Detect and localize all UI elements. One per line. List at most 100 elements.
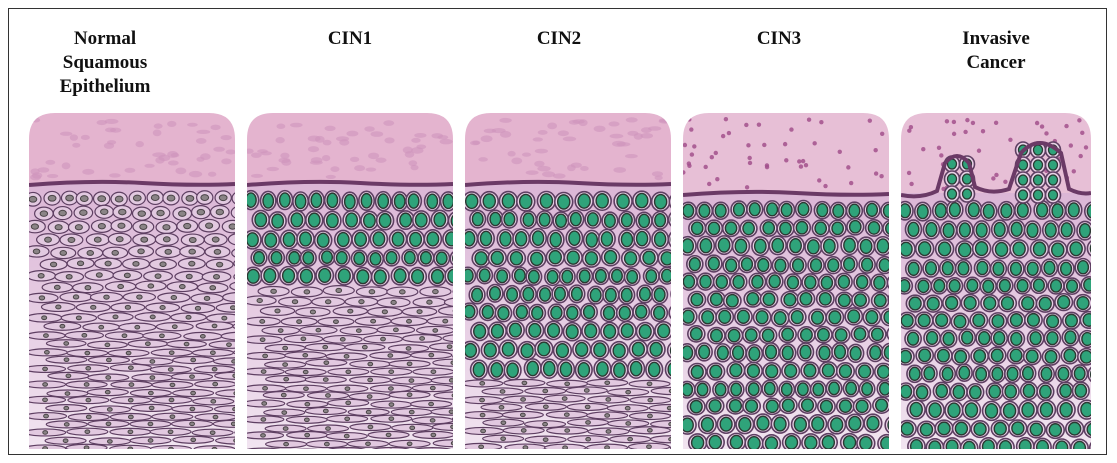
dysplastic-nucleus bbox=[643, 251, 655, 264]
dysplastic-nucleus bbox=[474, 325, 486, 339]
normal-nucleus bbox=[409, 379, 414, 383]
stroma-cell bbox=[72, 143, 80, 148]
normal-nucleus bbox=[165, 249, 172, 254]
stroma-cell bbox=[784, 158, 788, 162]
dysplastic-nucleus bbox=[901, 314, 913, 327]
normal-nucleus bbox=[148, 439, 153, 443]
dysplastic-nucleus bbox=[781, 204, 792, 217]
dysplastic-nucleus bbox=[379, 214, 390, 228]
dysplastic-nucleus bbox=[322, 251, 333, 263]
dysplastic-nucleus bbox=[983, 204, 994, 218]
dysplastic-nucleus bbox=[247, 193, 256, 207]
normal-nucleus bbox=[326, 394, 331, 398]
normal-nucleus bbox=[669, 437, 671, 441]
dysplastic-nucleus bbox=[289, 252, 300, 264]
normal-nucleus bbox=[480, 382, 485, 386]
dysplastic-nucleus bbox=[327, 214, 338, 228]
stroma-cell bbox=[748, 161, 752, 165]
dysplastic-nucleus bbox=[378, 194, 388, 208]
normal-nucleus bbox=[234, 391, 235, 395]
normal-nucleus bbox=[499, 405, 504, 409]
dysplastic-nucleus bbox=[822, 436, 834, 449]
dysplastic-nucleus bbox=[878, 365, 889, 378]
dysplastic-nucleus bbox=[327, 193, 337, 207]
stroma-cell bbox=[535, 149, 548, 154]
normal-nucleus bbox=[323, 345, 328, 349]
dysplastic-nucleus bbox=[949, 280, 960, 292]
dysplastic-nucleus bbox=[507, 363, 518, 377]
dysplastic-nucleus bbox=[502, 194, 514, 208]
normal-nucleus bbox=[389, 370, 394, 374]
dysplastic-nucleus bbox=[929, 403, 941, 417]
normal-nucleus bbox=[647, 445, 652, 449]
normal-nucleus bbox=[104, 295, 109, 299]
stroma-cell bbox=[807, 118, 811, 122]
dysplastic-nucleus bbox=[1017, 203, 1028, 217]
normal-nucleus bbox=[227, 343, 232, 347]
cell bbox=[215, 406, 235, 413]
dysplastic-nucleus bbox=[985, 404, 997, 418]
stroma-cell bbox=[692, 144, 696, 148]
stroma-cell bbox=[354, 165, 365, 171]
stroma-normal bbox=[29, 113, 235, 187]
dysplastic-nucleus bbox=[884, 346, 889, 360]
stroma-cell bbox=[196, 138, 207, 144]
normal-nucleus bbox=[420, 337, 425, 341]
normal-nucleus bbox=[160, 334, 165, 338]
dysplastic-nucleus bbox=[585, 252, 597, 265]
dysplastic-nucleus bbox=[571, 213, 582, 226]
normal-nucleus bbox=[301, 337, 306, 341]
normal-nucleus bbox=[133, 195, 141, 201]
dysplastic-nucleus bbox=[769, 275, 780, 288]
normal-nucleus bbox=[85, 430, 90, 434]
normal-nucleus bbox=[105, 390, 110, 394]
dysplastic-nucleus bbox=[1012, 422, 1024, 435]
normal-nucleus bbox=[148, 284, 154, 288]
stroma-cell bbox=[175, 167, 186, 174]
stroma-cell bbox=[715, 177, 719, 181]
normal-nucleus bbox=[145, 342, 150, 346]
dysplastic-nucleus bbox=[578, 363, 589, 377]
normal-nucleus bbox=[197, 209, 204, 215]
normal-nucleus bbox=[40, 211, 47, 217]
dysplastic-nucleus bbox=[870, 346, 881, 360]
normal-nucleus bbox=[48, 195, 56, 201]
dysplastic-nucleus bbox=[1058, 367, 1069, 380]
stroma-cell bbox=[868, 118, 872, 122]
dysplastic-nucleus bbox=[683, 383, 692, 396]
dysplastic-nucleus bbox=[265, 233, 277, 247]
dysplastic-nucleus bbox=[717, 346, 728, 360]
normal-nucleus bbox=[122, 334, 127, 338]
dysplastic-nucleus bbox=[531, 252, 543, 265]
dysplastic-nucleus bbox=[709, 400, 721, 412]
stroma-cell bbox=[952, 132, 956, 136]
normal-nucleus bbox=[605, 446, 610, 449]
normal-nucleus bbox=[346, 401, 351, 405]
stroma-cell bbox=[416, 144, 426, 149]
normal-nucleus bbox=[433, 329, 438, 333]
dysplastic-nucleus bbox=[613, 344, 625, 358]
tissue-cin3 bbox=[683, 113, 889, 449]
stroma-cell bbox=[440, 139, 453, 144]
normal-nucleus bbox=[163, 225, 170, 230]
dysplastic-nucleus bbox=[1039, 297, 1051, 310]
normal-nucleus bbox=[451, 441, 453, 445]
normal-nucleus bbox=[389, 417, 394, 421]
dysplastic-nucleus bbox=[1045, 351, 1057, 363]
dysplastic-nucleus bbox=[604, 325, 616, 339]
normal-nucleus bbox=[82, 334, 87, 338]
dysplastic-nucleus bbox=[280, 193, 290, 207]
dysplastic-nucleus bbox=[272, 214, 283, 228]
stroma-cell bbox=[168, 160, 179, 165]
dysplastic-nucleus bbox=[1023, 384, 1034, 397]
dysplastic-nucleus bbox=[993, 262, 1004, 275]
dysplastic-nucleus bbox=[948, 174, 957, 184]
dysplastic-nucleus bbox=[757, 416, 769, 430]
tissue-cin2 bbox=[465, 113, 671, 449]
normal-nucleus bbox=[55, 225, 62, 230]
normal-nucleus bbox=[126, 351, 131, 355]
dysplastic-nucleus bbox=[983, 280, 994, 292]
dysplastic-nucleus bbox=[801, 329, 813, 341]
dysplastic-nucleus bbox=[337, 233, 349, 247]
normal-nucleus bbox=[261, 370, 266, 374]
